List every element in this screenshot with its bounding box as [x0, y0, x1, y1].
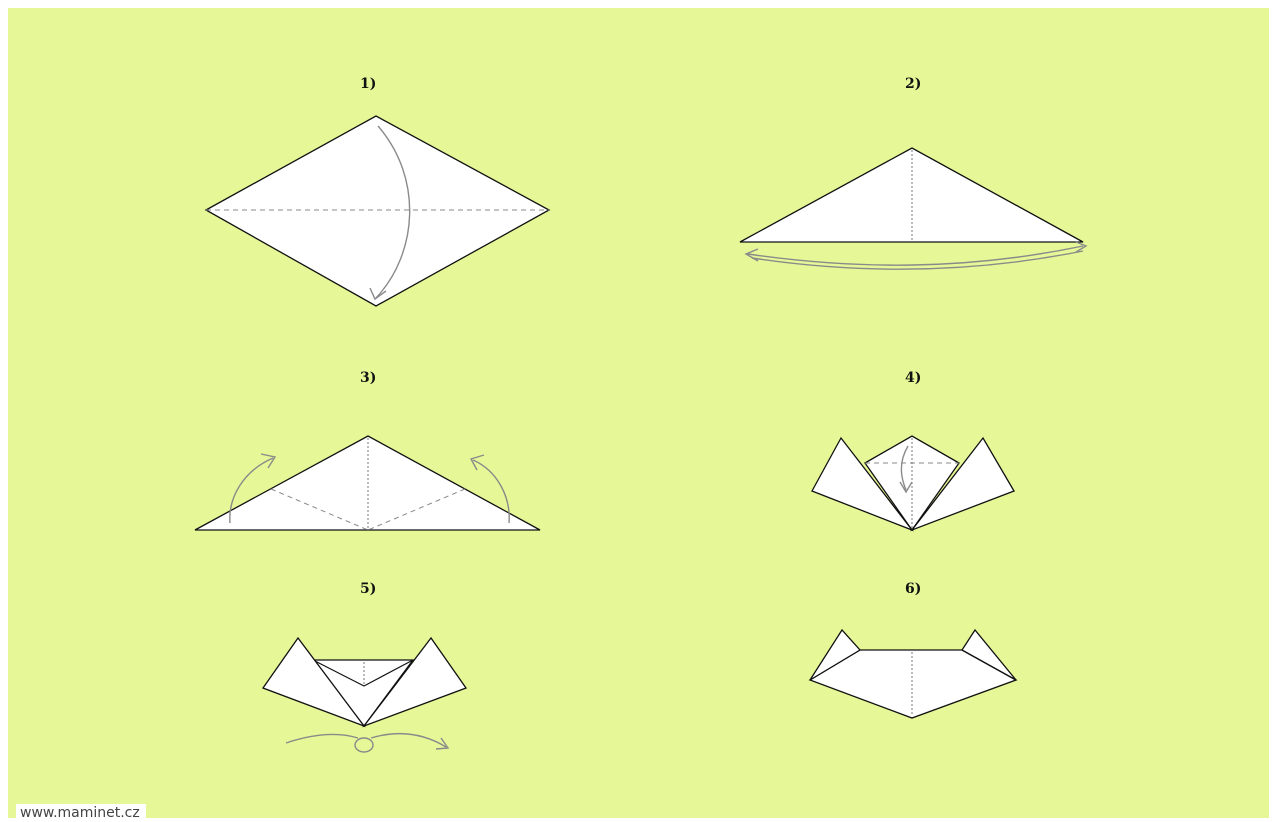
watermark: www.maminet.cz [16, 804, 146, 822]
diagram-canvas: 1) 2) 3) 4) 5) [8, 8, 1269, 818]
step-6-diagram [8, 8, 1269, 818]
